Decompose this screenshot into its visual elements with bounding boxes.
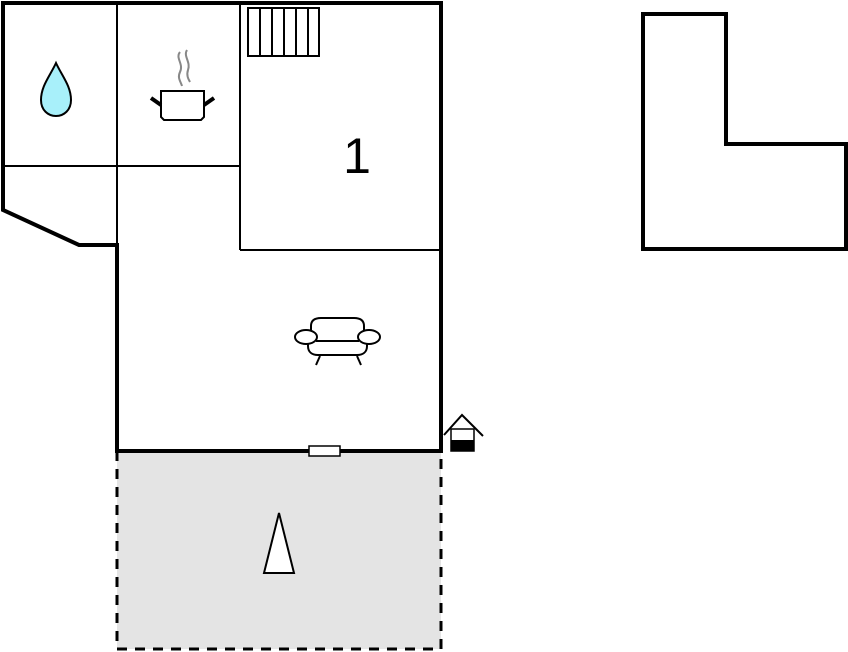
house-outer-walls (0, 1, 443, 453)
interior-walls (3, 3, 441, 251)
building-outline-l-shape (641, 12, 848, 251)
water-drop-icon (39, 60, 73, 118)
sofa-icon (294, 317, 381, 366)
bedroom-number-label: 1 (343, 128, 371, 184)
tent-icon (262, 512, 296, 574)
entrance-house-icon (443, 413, 484, 452)
entrance-door (308, 445, 341, 457)
cooking-pot-icon (149, 49, 216, 121)
staircase-icon (247, 7, 320, 57)
